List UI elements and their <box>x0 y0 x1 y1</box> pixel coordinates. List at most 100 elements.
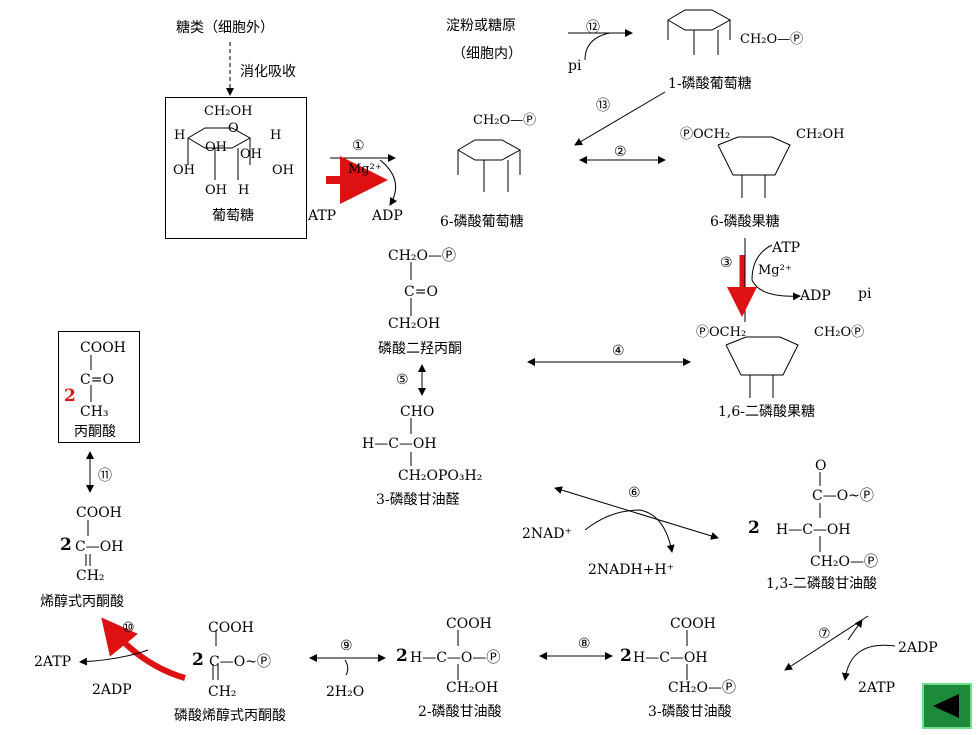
g1p-phosphate: CH₂O—Ⓟ <box>740 32 804 47</box>
glucose-ch2oh: CH₂OH <box>204 104 253 119</box>
glucose-h2: H <box>270 128 282 143</box>
f16bp-label: 1,6-二磷酸果糖 <box>718 404 815 420</box>
step-9: ⑨ <box>340 638 353 654</box>
glucose-ring-o: O <box>228 121 239 136</box>
glucose-oh2: OH <box>240 147 262 162</box>
dhap-line3: CH₂OH <box>388 316 441 332</box>
pyruvate-line1: COOH <box>80 340 126 356</box>
f6p-poch2: ⓅOCH₂ <box>680 127 731 142</box>
bpg-line2: H—C—OH <box>776 522 851 538</box>
pi-3: pi <box>858 286 872 302</box>
step-10: ⑩ <box>122 620 135 636</box>
pg3-line1: COOH <box>670 616 716 632</box>
bpg-line0: O <box>815 458 827 474</box>
nad: 2NAD⁺ <box>522 526 572 542</box>
pyruvate-line3: CH₃ <box>80 404 109 420</box>
enolpyr-label: 烯醇式丙酮酸 <box>40 594 124 610</box>
bpg-line3: CH₂O—Ⓟ <box>810 554 879 570</box>
step-7: ⑦ <box>818 626 831 642</box>
g3p-line2: H—C—OH <box>362 436 437 452</box>
f6p-ch2oh: CH₂OH <box>796 127 845 142</box>
pg2-coef: 2 <box>396 646 408 666</box>
g3p-line3: CH₂OPO₃H₂ <box>398 468 483 484</box>
g3p-line1: CHO <box>400 404 435 420</box>
glucose-label: 葡萄糖 <box>212 208 254 224</box>
pg3-line3: CH₂O—Ⓟ <box>668 680 737 696</box>
glucose-oh1: OH <box>205 140 227 155</box>
step-2: ② <box>614 144 627 160</box>
starch-label: 淀粉或糖原 <box>446 18 516 34</box>
glucose-oh3: OH <box>173 163 195 178</box>
adp-1: ADP <box>372 208 403 224</box>
enolpyr-line1: COOH <box>76 505 122 521</box>
g3p-label: 3-磷酸甘油醛 <box>376 492 460 508</box>
bpg-line1: C—O~Ⓟ <box>812 488 874 504</box>
back-button[interactable] <box>922 683 972 729</box>
atp-1: ATP <box>308 208 337 224</box>
pg2-line3: CH₂OH <box>446 680 499 696</box>
pep-line3: CH₂ <box>208 684 237 700</box>
g6p-ch2op: CH₂O—Ⓟ <box>473 113 537 128</box>
pep-coef: 2 <box>192 650 204 670</box>
f16bp-poch2: ⓅOCH₂ <box>696 325 747 340</box>
glucose-box <box>165 97 307 239</box>
g6p-label: 6-磷酸葡萄糖 <box>440 214 524 230</box>
f6p-label: 6-磷酸果糖 <box>710 214 780 230</box>
step-3: ③ <box>720 255 733 271</box>
pi-12: pi <box>568 58 582 74</box>
bpg-coef: 2 <box>748 518 760 538</box>
f6p-ring <box>717 136 791 198</box>
enolpyr-line3: CH₂ <box>76 568 105 584</box>
step-12: ⑫ <box>586 20 600 36</box>
adp-10: 2ADP <box>92 682 132 698</box>
glucose-h3: H <box>238 183 250 198</box>
dhap-label: 磷酸二羟丙酮 <box>378 341 462 357</box>
enolpyr-coef: 2 <box>60 535 72 555</box>
step-4: ④ <box>612 343 625 359</box>
pyruvate-box <box>58 331 140 443</box>
pg3-line2: H—C—OH <box>633 650 708 666</box>
g1p-label: 1-磷酸葡萄糖 <box>668 76 752 92</box>
step-1: ① <box>352 138 365 154</box>
glucose-ring <box>187 127 252 180</box>
step-11: ⑪ <box>98 468 112 484</box>
f16bp-ch2op: CH₂OⓅ <box>814 325 865 340</box>
h2o: 2H₂O <box>326 684 365 700</box>
pyruvate-line2: C=O <box>80 372 114 388</box>
step-5: ⑤ <box>396 372 409 388</box>
adp-3: ADP <box>800 288 831 304</box>
cell-inside-label: （细胞内） <box>452 46 522 62</box>
dhap-line1: CH₂O—Ⓟ <box>388 248 457 264</box>
atp-7: 2ATP <box>858 680 896 696</box>
pg3-label: 3-磷酸甘油酸 <box>648 704 732 720</box>
step-13: ⑬ <box>596 98 610 114</box>
pg2-label: 2-磷酸甘油酸 <box>418 704 502 720</box>
glucose-h1: H <box>174 128 186 143</box>
carbs-outside-label: 糖类（细胞外） <box>176 20 274 36</box>
atp-3: ATP <box>772 240 801 256</box>
mg-label-3: Mg²⁺ <box>758 263 792 278</box>
digestion-label: 消化吸收 <box>240 64 296 80</box>
bpg-label: 1,3-二磷酸甘油酸 <box>766 576 877 592</box>
g6p-ring <box>457 139 522 192</box>
glucose-oh4: OH <box>272 163 294 178</box>
pyruvate-coef: 2 <box>64 386 76 406</box>
pg3-coef: 2 <box>620 646 632 666</box>
adp-7: 2ADP <box>898 640 938 656</box>
pyruvate-label: 丙酮酸 <box>74 424 116 440</box>
pep-line1: COOH <box>208 620 254 636</box>
f16bp-ring <box>725 336 799 398</box>
enolpyr-line2: C—OH <box>75 539 124 555</box>
atp-10: 2ATP <box>34 654 72 670</box>
pep-line2: C—O~Ⓟ <box>209 654 271 670</box>
mg-label-1: Mg²⁺ <box>348 162 382 177</box>
pep-label: 磷酸烯醇式丙酮酸 <box>174 708 286 724</box>
pg2-line2: H—C—O—Ⓟ <box>410 650 501 666</box>
glucose-oh5: OH <box>205 183 227 198</box>
step-6: ⑥ <box>628 485 641 501</box>
nadh: 2NADH+H⁺ <box>588 562 675 578</box>
back-triangle-icon <box>933 694 959 718</box>
g1p-ring <box>667 9 732 55</box>
